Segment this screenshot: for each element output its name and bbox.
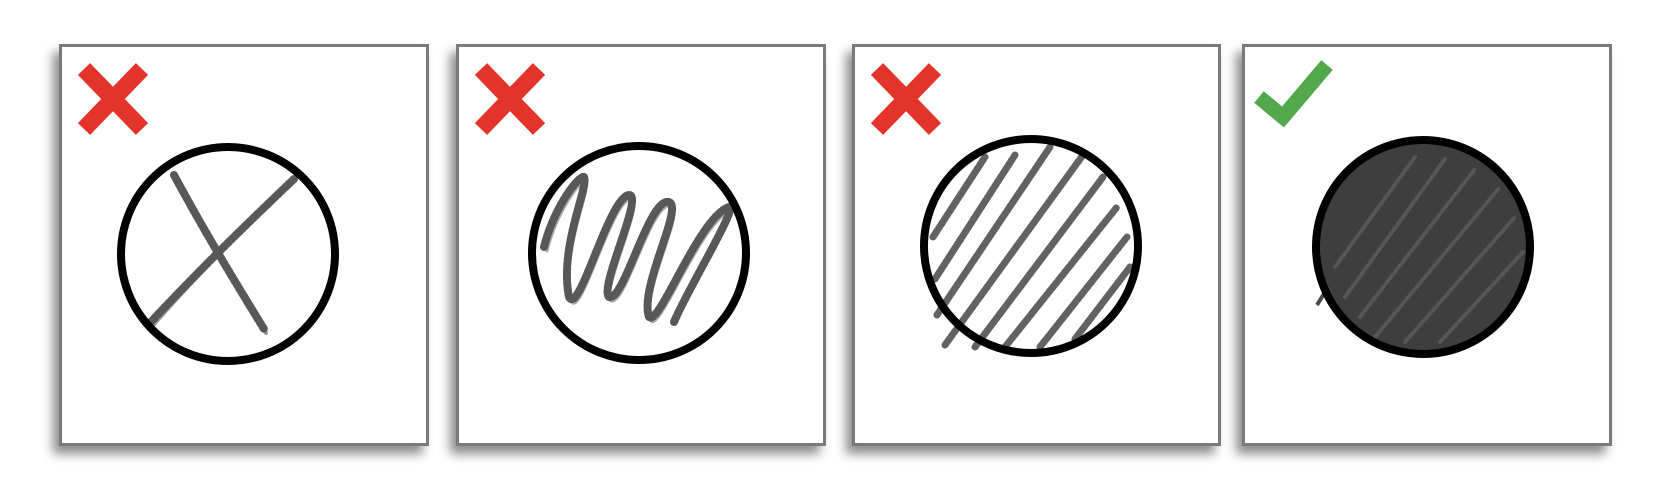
cross-icon	[474, 63, 546, 135]
filled-bubble-shading	[1318, 142, 1528, 352]
answer-bubble	[1312, 136, 1534, 358]
pencil-hatching	[929, 143, 1134, 351]
answer-bubble	[117, 143, 339, 365]
example-card-zigzag	[456, 44, 826, 446]
answer-bubble	[528, 142, 750, 364]
cross-icon	[77, 63, 149, 135]
pencil-zigzag-scribble	[540, 173, 735, 326]
example-1-drawing	[474, 63, 750, 364]
example-2-drawing	[870, 63, 1142, 357]
example-card-x-mark	[59, 44, 429, 446]
example-card-filled	[1242, 44, 1612, 446]
example-card-hatching	[852, 44, 1221, 446]
example-3-drawing	[1254, 60, 1534, 358]
cross-icon	[870, 63, 942, 135]
answer-bubble	[920, 135, 1142, 357]
pencil-x-strokes	[144, 171, 298, 335]
check-icon	[1254, 60, 1333, 128]
example-0-drawing	[77, 63, 339, 365]
pencil-texture	[1333, 155, 1525, 344]
